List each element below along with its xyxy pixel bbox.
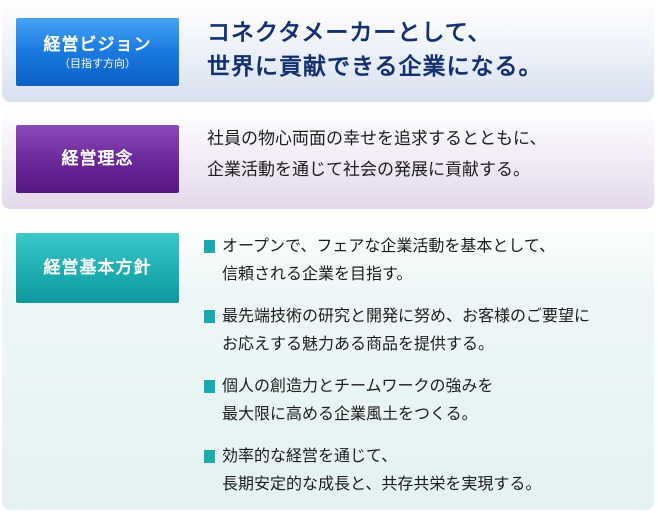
square-bullet-icon	[204, 310, 215, 323]
policy-item-line: オープンで、フェアな企業活動を基本として、	[222, 236, 556, 255]
policy-item: オープンで、フェアな企業活動を基本として、 信頼される企業を目指す。	[204, 232, 644, 288]
vision-panel: 経営ビジョン （目指す方向） コネクタメーカーとして、 世界に貢献できる企業にな…	[2, 2, 654, 102]
philosophy-line: 企業活動を通じて社会の発展に貢献する。	[207, 160, 530, 180]
policy-item-line: 信頼される企業を目指す。	[222, 264, 413, 283]
vision-label-box: 経営ビジョン （目指す方向）	[16, 18, 179, 86]
policy-list: オープンで、フェアな企業活動を基本として、 信頼される企業を目指す。 最先端技術…	[204, 232, 644, 512]
policy-item-line: お応えする魅力ある商品を提供する。	[222, 334, 495, 353]
philosophy-line: 社員の物心両面の幸せを追求するとともに、	[207, 129, 547, 149]
vision-line: 世界に貢献できる企業になる。	[207, 54, 543, 80]
square-bullet-icon	[204, 240, 215, 253]
policy-item-line: 最先端技術の研究と開発に努め、お客様のご要望に	[222, 306, 591, 325]
policy-item-line: 個人の創造力とチームワークの強みを	[222, 376, 494, 395]
vision-sublabel: （目指す方向）	[59, 56, 136, 70]
vision-statement: コネクタメーカーとして、 世界に貢献できる企業になる。	[207, 16, 543, 84]
philosophy-panel: 経営理念 社員の物心両面の幸せを追求するとともに、 企業活動を通じて社会の発展に…	[2, 110, 654, 209]
vision-line: コネクタメーカーとして、	[207, 20, 492, 46]
policy-item-line: 効率的な経営を通じて、	[222, 446, 398, 465]
policy-item: 個人の創造力とチームワークの強みを 最大限に高める企業風土をつくる。	[204, 372, 644, 428]
philosophy-statement: 社員の物心両面の幸せを追求するとともに、 企業活動を通じて社会の発展に貢献する。	[207, 124, 547, 186]
square-bullet-icon	[204, 450, 215, 463]
square-bullet-icon	[204, 380, 215, 393]
philosophy-label-box: 経営理念	[16, 125, 179, 193]
policy-item: 効率的な経営を通じて、 長期安定的な成長と、共存共栄を実現する。	[204, 442, 644, 498]
policy-panel: 経営基本方針 オープンで、フェアな企業活動を基本として、 信頼される企業を目指す…	[2, 217, 654, 510]
policy-item: 最先端技術の研究と開発に努め、お客様のご要望に お応えする魅力ある商品を提供する…	[204, 302, 644, 358]
vision-label: 経営ビジョン	[43, 34, 152, 55]
policy-item-line: 最大限に高める企業風土をつくる。	[222, 404, 478, 423]
policy-label-box: 経営基本方針	[16, 233, 179, 303]
policy-label: 経営基本方針	[43, 258, 152, 278]
philosophy-label: 経営理念	[61, 149, 134, 169]
policy-item-line: 長期安定的な成長と、共存共栄を実現する。	[222, 474, 542, 493]
